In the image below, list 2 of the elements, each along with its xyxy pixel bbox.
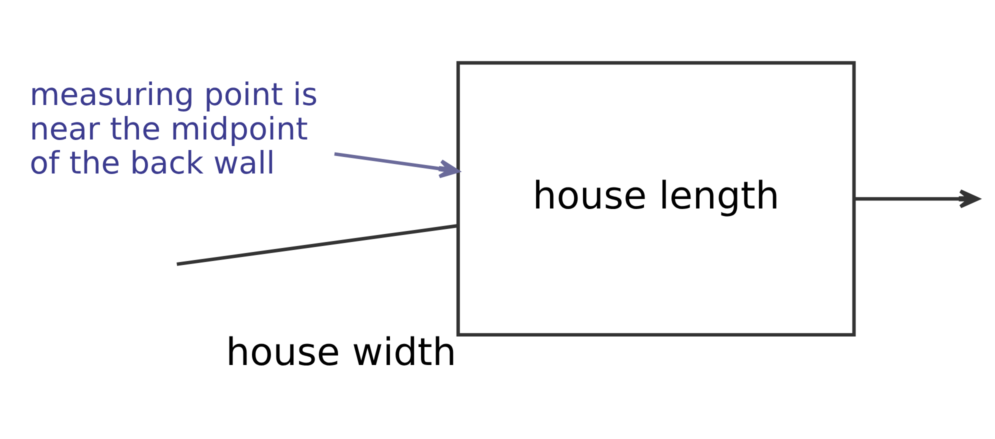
node-text: measuring point is near the midpoint of the back wall — [30, 76, 318, 182]
node-label: house width — [226, 330, 456, 374]
